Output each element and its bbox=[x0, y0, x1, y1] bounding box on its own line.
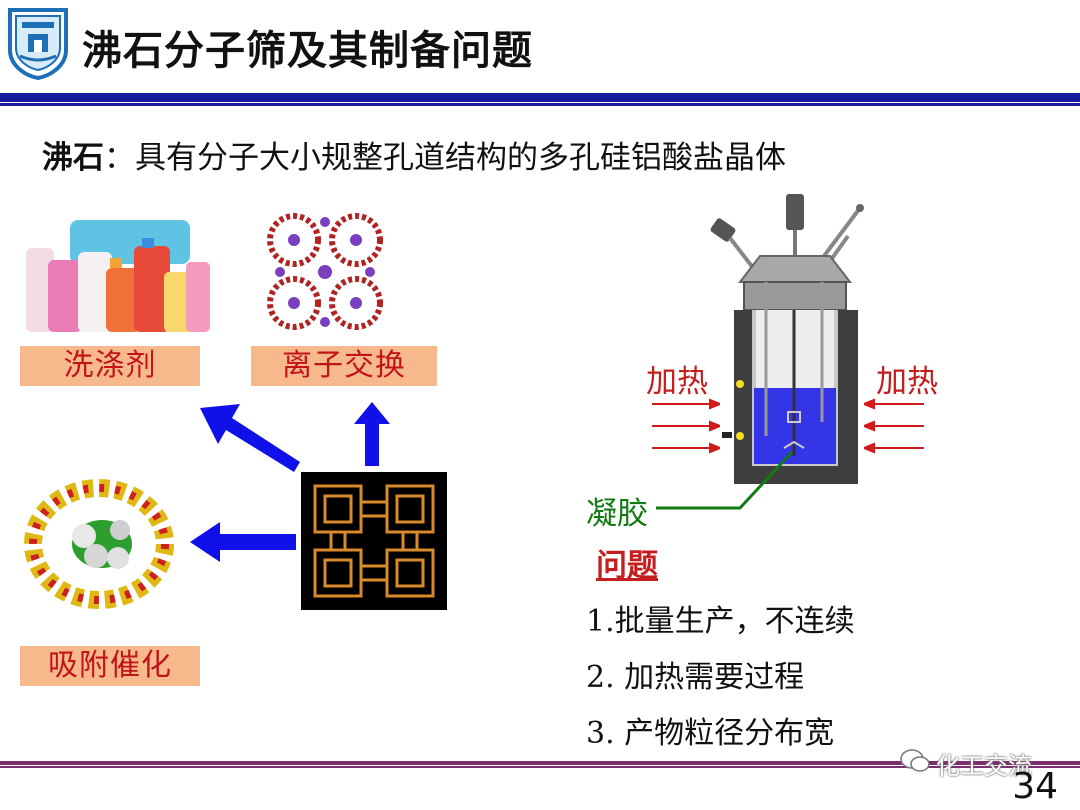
heat-label-right: 加热 bbox=[876, 364, 938, 400]
autoclave-reactor-diagram bbox=[710, 194, 864, 484]
label-adsorption-catalysis: 吸附催化 bbox=[20, 646, 200, 686]
definition-term: 沸石 bbox=[42, 140, 104, 176]
detergent-bottles-image bbox=[24, 212, 210, 332]
arrow-to-detergent bbox=[200, 404, 300, 472]
definition-text: ：具有分子大小规整孔道结构的多孔硅铝酸盐晶体 bbox=[104, 140, 786, 176]
ion-exchange-zeolite-image bbox=[262, 210, 388, 334]
label-ion-exchange: 离子交换 bbox=[251, 346, 437, 386]
zeolite-definition: 沸石：具有分子大小规整孔道结构的多孔硅铝酸盐晶体 bbox=[42, 132, 786, 177]
heat-label-left: 加热 bbox=[646, 364, 708, 400]
footer-rule-thin bbox=[0, 766, 1080, 768]
arrow-to-ion-exchange bbox=[354, 402, 390, 466]
watermark-text: 化工交流 bbox=[936, 752, 1032, 780]
gel-label: 凝胶 bbox=[586, 496, 648, 532]
problems-heading: 问题 bbox=[596, 548, 658, 584]
adsorption-molecule-image bbox=[22, 478, 176, 610]
wechat-icon bbox=[900, 749, 930, 772]
footer-rule bbox=[0, 761, 1080, 765]
page-number: 34 bbox=[1012, 766, 1058, 807]
label-detergent: 洗涤剂 bbox=[20, 346, 200, 386]
problem-item: 3. 产物粒径分布宽 bbox=[586, 716, 835, 751]
page-title: 沸石分子筛及其制备问题 bbox=[82, 28, 533, 74]
problem-item: 2. 加热需要过程 bbox=[586, 660, 805, 695]
university-logo-icon bbox=[8, 8, 68, 80]
zeolite-framework-image bbox=[301, 472, 447, 610]
arrow-to-adsorption bbox=[190, 522, 296, 562]
title-rule bbox=[0, 93, 1080, 102]
gel-leader-line bbox=[656, 450, 794, 510]
heat-arrows-left bbox=[652, 398, 720, 454]
problem-item: 1.批量生产，不连续 bbox=[586, 604, 855, 639]
title-rule-thin bbox=[0, 103, 1080, 106]
heat-arrows-right bbox=[864, 398, 924, 454]
